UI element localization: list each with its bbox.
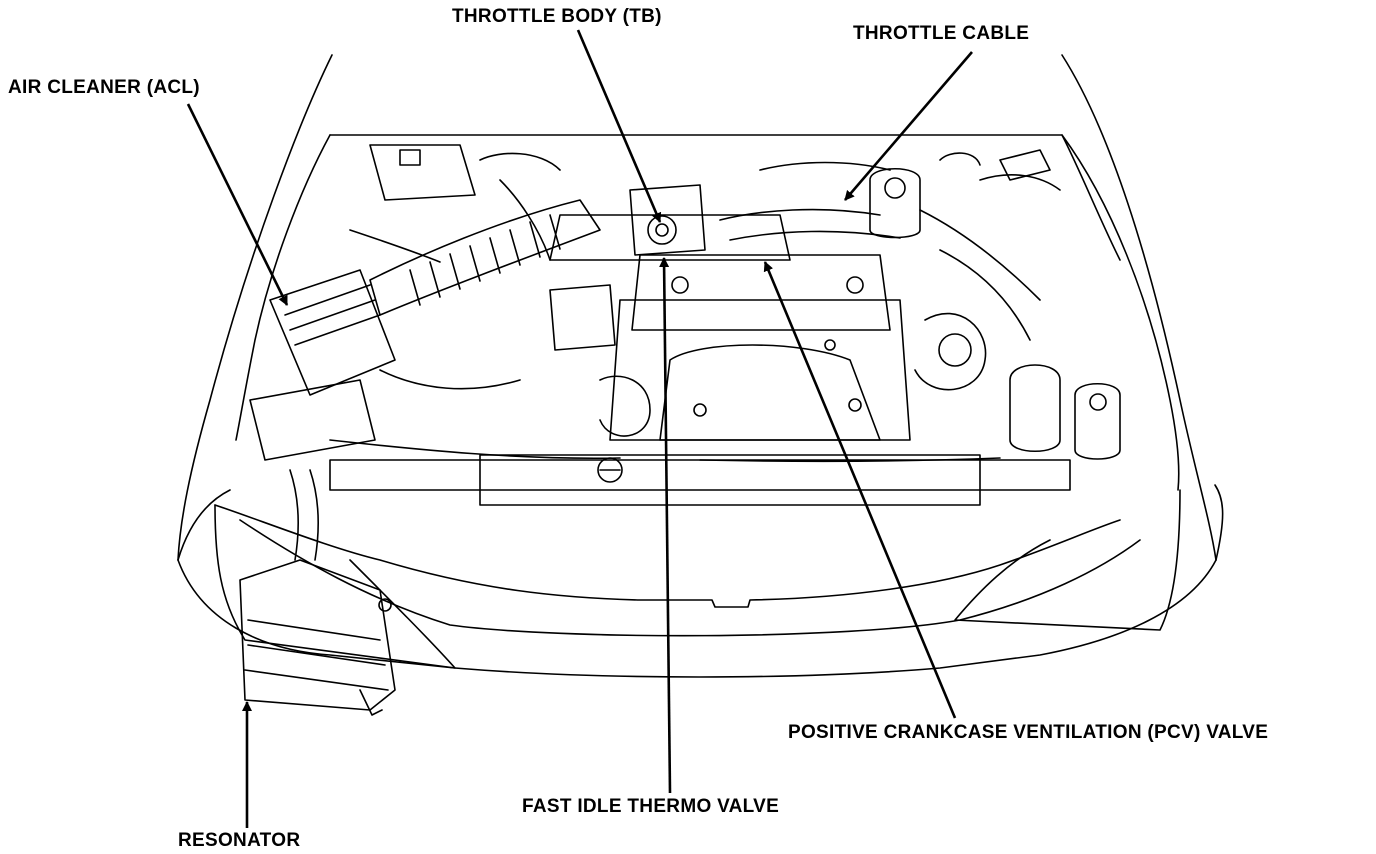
- valve-cover: [631, 254, 891, 331]
- ps-pump: [914, 312, 987, 391]
- leader-throttle-body: [576, 29, 662, 223]
- throttle-body-label: THROTTLE BODY (TB): [452, 6, 662, 27]
- fuse-box: [369, 144, 476, 201]
- lower-bumper-line: [177, 489, 231, 561]
- leader-pcv-valve: [763, 261, 957, 719]
- grille-lower-lip: [239, 519, 1141, 637]
- strut-tower-right: [869, 168, 921, 239]
- throttle-cable-label: THROTTLE CABLE: [853, 23, 1030, 44]
- alternator: [599, 375, 651, 437]
- resonator-label: RESONATOR: [178, 830, 301, 851]
- air-cleaner-lower: [249, 379, 376, 461]
- fast-idle-thermo-valve-label: FAST IDLE THERMO VALVE: [522, 796, 780, 817]
- leader-throttle-cable: [844, 51, 973, 201]
- leader-air-cleaner: [186, 103, 289, 306]
- cowl-line: [329, 134, 1121, 261]
- distributor: [549, 284, 616, 351]
- air-cleaner-label: AIR CLEANER (ACL): [8, 77, 200, 98]
- air-cleaner-box: [269, 269, 396, 396]
- reservoir-right: [1009, 364, 1061, 452]
- left-fender-line: [177, 54, 333, 561]
- headlight-right: [954, 489, 1181, 631]
- resonator-tube: [289, 469, 300, 561]
- front-header: [214, 504, 1121, 608]
- pcv-valve-label: POSITIVE CRANKCASE VENTILATION (PCV) VAL…: [788, 722, 1269, 743]
- intake-duct: [369, 199, 601, 316]
- right-lower-bumper-line: [1214, 484, 1224, 561]
- front-bumper-outline: [177, 559, 1217, 678]
- radiator-support: [329, 459, 1071, 491]
- reservoir-right-2: [1074, 383, 1121, 460]
- right-hood-edge: [1061, 134, 1180, 491]
- throttle-body-housing: [629, 184, 706, 256]
- intake-duct-ribs: [409, 214, 561, 306]
- headlight-left: [214, 504, 456, 669]
- leader-fast-idle-thermo-valve: [659, 257, 672, 794]
- right-fender-line: [1061, 54, 1217, 561]
- radiator-tank: [479, 454, 981, 506]
- intake-plenum: [549, 214, 791, 261]
- left-hood-edge: [235, 134, 331, 441]
- timing-cover: [659, 344, 881, 441]
- engine-block: [609, 299, 911, 441]
- resonator-body: [239, 559, 396, 711]
